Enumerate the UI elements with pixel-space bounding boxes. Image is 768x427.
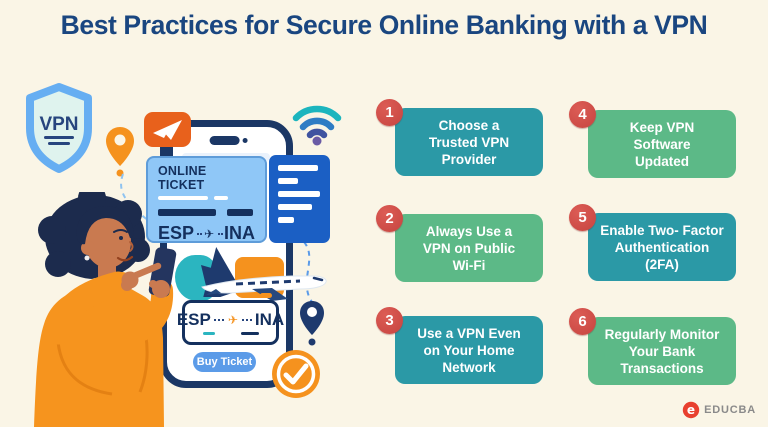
paper-plane-icon bbox=[152, 119, 182, 140]
panel-text-bar bbox=[278, 165, 318, 171]
woman-illustration bbox=[34, 192, 177, 427]
tip-2: 2 Always Use a VPN on Public Wi-Fi bbox=[376, 205, 543, 282]
ticket-underline-bar bbox=[158, 196, 208, 200]
tip-5-number-badge: 5 bbox=[569, 204, 596, 231]
card-route: ESP ✈ INA bbox=[177, 310, 284, 330]
send-badge bbox=[144, 112, 191, 147]
wifi-icon bbox=[292, 105, 342, 146]
tip-3: 3 Use a VPN Even on Your Home Network bbox=[376, 307, 543, 384]
educba-logo-icon: e bbox=[682, 401, 700, 419]
tip-1: 1 Choose a Trusted VPN Provider bbox=[376, 99, 543, 176]
route-confirmation-card: ESP ✈ INA bbox=[177, 300, 284, 345]
tip-4-label: Keep VPN Software Updated bbox=[629, 119, 695, 169]
plane-icon-orange: ✈ bbox=[227, 313, 238, 327]
tip-2-label: Always Use a VPN on Public Wi-Fi bbox=[422, 223, 516, 273]
route-to: INA bbox=[224, 223, 255, 243]
tip-4-number-badge: 4 bbox=[569, 101, 596, 128]
phone-notch bbox=[209, 136, 248, 145]
brand-name: EDUCBA bbox=[704, 404, 756, 416]
route-dots bbox=[197, 232, 200, 235]
panel-text-bar bbox=[278, 191, 320, 197]
ticket-title: ONLINE TICKET bbox=[158, 164, 207, 192]
tip-4: 4 Keep VPN Software Updated bbox=[569, 101, 736, 178]
navy-location-pin-icon bbox=[300, 301, 324, 346]
badge-stem bbox=[166, 144, 173, 160]
plane-icon: ✈ bbox=[203, 226, 215, 241]
tip-5-label: Enable Two- Factor Authentication (2FA) bbox=[600, 222, 724, 272]
tip-2-number-badge: 2 bbox=[376, 205, 403, 232]
ticket-info-bar bbox=[158, 209, 216, 216]
tip-1-label: Choose a Trusted VPN Provider bbox=[428, 117, 510, 167]
tip-6: 6 Regularly Monitor Your Bank Transactio… bbox=[569, 308, 736, 385]
app-text-panel bbox=[269, 155, 330, 243]
route-from: ESP bbox=[158, 223, 195, 243]
card-route-to: INA bbox=[254, 310, 285, 329]
card-underlines bbox=[202, 332, 259, 335]
tip-3-label: Use a VPN Even on Your Home Network bbox=[417, 325, 521, 375]
buy-ticket-button[interactable]: Buy Ticket bbox=[193, 352, 256, 372]
route-dots bbox=[218, 232, 221, 235]
tip-5: 5 Enable Two- Factor Authentication (2FA… bbox=[569, 204, 736, 281]
card-route-from: ESP bbox=[176, 310, 211, 329]
panel-text-bar bbox=[278, 217, 294, 223]
panel-text-bar bbox=[278, 204, 312, 210]
airplane-illustration bbox=[201, 265, 327, 301]
vpn-shield-icon: VPN bbox=[26, 83, 92, 173]
shield-label: VPN bbox=[39, 114, 78, 135]
tip-6-label: Regularly Monitor Your Bank Transactions bbox=[604, 326, 720, 376]
orange-location-pin-icon bbox=[106, 127, 134, 177]
ticket-underline-bar bbox=[214, 196, 228, 200]
route-dots bbox=[213, 319, 224, 321]
panel-text-bar bbox=[278, 178, 298, 184]
ticket-route: ESP ✈ INA bbox=[158, 223, 255, 244]
route-dots bbox=[241, 319, 252, 321]
brand-logo: e EDUCBA bbox=[682, 401, 756, 419]
tip-3-number-badge: 3 bbox=[376, 307, 403, 334]
tip-1-number-badge: 1 bbox=[376, 99, 403, 126]
page-title: Best Practices for Secure Online Banking… bbox=[60, 10, 708, 40]
ticket-info-bar bbox=[227, 209, 253, 216]
tip-6-number-badge: 6 bbox=[569, 308, 596, 335]
checkmark-badge-icon bbox=[272, 350, 320, 398]
online-ticket-card: ONLINE TICKET ESP ✈ INA bbox=[146, 156, 267, 243]
brand-letter: e bbox=[687, 403, 695, 417]
